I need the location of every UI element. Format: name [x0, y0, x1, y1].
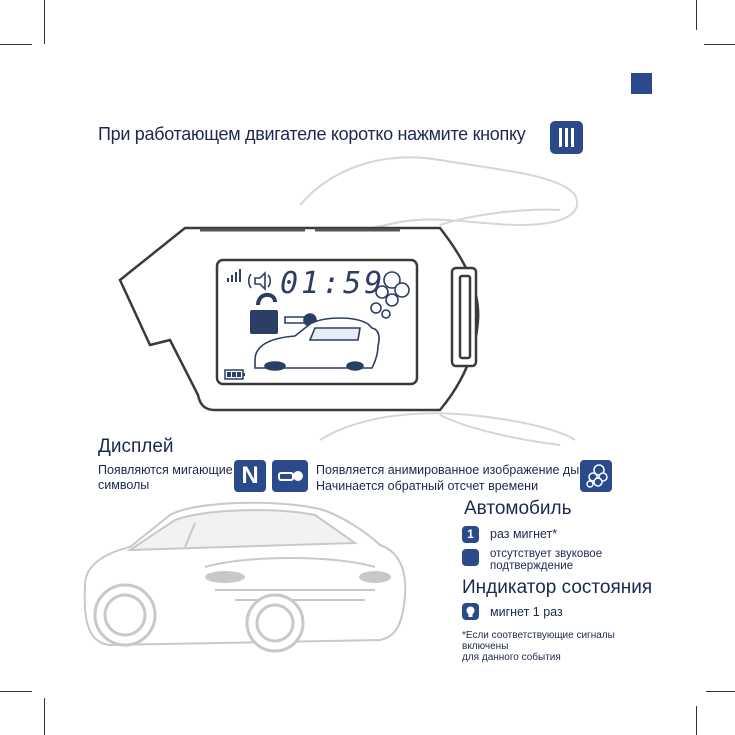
crop-mark — [0, 44, 32, 45]
status-section-title: Индикатор состояния — [462, 577, 653, 598]
blink-count-badge: 1 — [462, 526, 479, 543]
key-fob-illustration — [118, 226, 480, 412]
car-illustration — [83, 501, 407, 653]
crop-mark — [44, 0, 45, 44]
led-bulb-icon — [462, 603, 479, 620]
page-accent-square — [631, 73, 652, 94]
instruction-headline: При работающем двигателе коротко нажмите… — [98, 124, 526, 144]
lcd-timer: 01:59 — [280, 266, 386, 301]
blink-text: раз мигнет* — [490, 527, 558, 541]
crop-mark — [696, 0, 697, 30]
no-sound-badge — [462, 549, 479, 566]
crop-mark — [44, 698, 45, 735]
footnote: *Если соответствующие сигналы включены д… — [462, 630, 615, 663]
crop-mark — [706, 691, 735, 692]
crop-mark — [0, 691, 32, 692]
display-section-title: Дисплей — [98, 436, 174, 457]
sound-text: отсутствует звуковое подтверждение — [490, 548, 603, 572]
key-symbol-icon — [272, 460, 308, 492]
three-bars-button-icon — [550, 121, 583, 154]
crop-mark — [704, 44, 735, 45]
led-text: мигнет 1 раз — [490, 605, 563, 619]
smoke-symbol-icon — [580, 460, 612, 492]
n-symbol-icon: N — [234, 460, 266, 492]
smoke-animation-text: Появляется анимированное изображение дым… — [316, 463, 595, 477]
countdown-text: Начинается обратный отсчет времени — [316, 479, 539, 493]
signal-icon — [227, 269, 241, 282]
auto-section-title: Автомобиль — [464, 498, 572, 519]
crop-mark — [696, 706, 697, 735]
blinking-symbols-text: Появляются мигающие символы — [98, 463, 233, 492]
